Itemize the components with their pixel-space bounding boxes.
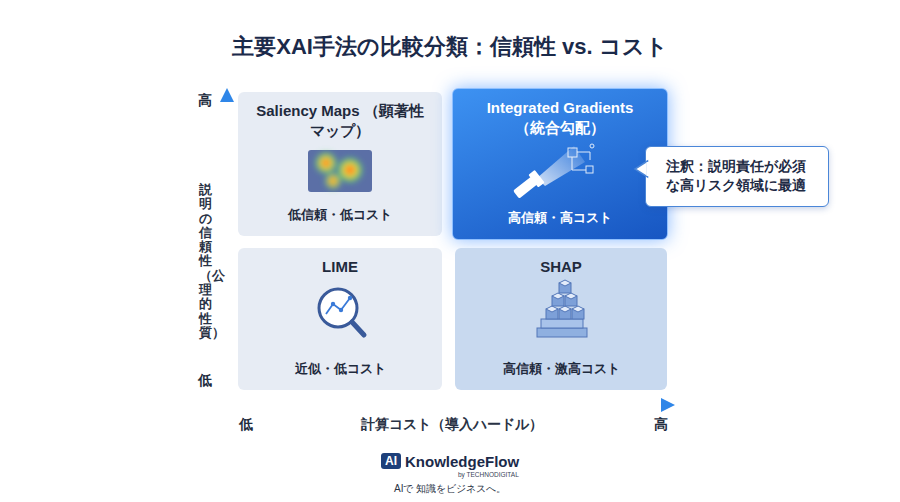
cube-stack-icon-part-part: [565, 296, 577, 306]
flashlight-icon-part: [511, 170, 544, 201]
flashlight-icon-part-part: [568, 148, 577, 157]
cube-stack-icon-part: [537, 328, 587, 337]
node-body: 低信頼・低コスト: [288, 206, 392, 224]
heatmap-icon-part: [308, 150, 372, 192]
heatmap-icon-part-part: [325, 173, 341, 189]
flashlight-icon-part: [537, 146, 585, 186]
magnifier-icon-part: [331, 302, 335, 306]
y-axis-arrow-part: [226, 100, 229, 393]
cube-stack-icon: [537, 280, 587, 337]
cube-stack-icon-part-part: [546, 309, 558, 319]
cube-stack-icon-part-part: [552, 293, 564, 299]
flashlight-icon-part: [568, 144, 594, 173]
heatmap-icon: [308, 150, 372, 192]
flashlight-icon-part-part: [572, 170, 586, 171]
flashlight-icon-part-part: [513, 176, 538, 199]
x-axis-arrow: [234, 398, 675, 412]
cube-stack-icon-part-part: [559, 306, 571, 312]
flashlight-icon-part-part: [577, 152, 590, 153]
y-axis-arrow-part: [220, 88, 234, 102]
logo-tagline: AIで 知識をビジネスへ。: [394, 482, 506, 496]
node-body: 近似・低コスト: [295, 360, 386, 378]
flashlight-icon-part-part: [590, 144, 594, 148]
cube-stack-icon-part-part: [559, 309, 571, 319]
callout-tail-shape: [635, 161, 648, 177]
magnifier-icon: [319, 289, 364, 335]
flashlight-icon-part-part: [528, 170, 544, 188]
cube-stack-icon-part: [546, 280, 584, 319]
magnifier-icon-part: [348, 296, 352, 300]
callout-tail-join: [647, 162, 650, 176]
y-axis-arrow: [220, 88, 234, 393]
axis-title: 説明の信頼性（公理的性質）: [199, 183, 212, 340]
axis-end-label: 低: [198, 372, 212, 390]
callout-tail: [634, 159, 648, 179]
quadrant-box: Saliency Maps （顕著性マップ） 低信頼・低コスト: [238, 92, 442, 236]
heatmap-icon-part-part: [337, 157, 363, 183]
cube-stack-icon-part-part: [559, 283, 571, 293]
magnifier-icon-part: [319, 289, 357, 327]
magnifier-icon-part: [326, 298, 350, 314]
axis-end-label: 高: [198, 92, 212, 110]
logo-byline: by TECHNODIGITAL: [458, 471, 519, 478]
cube-stack-icon-part-part: [565, 293, 577, 299]
magnifier-icon-part: [339, 308, 343, 312]
axis-end-label: 高: [654, 416, 668, 434]
axis-title: 計算コスト（導入ハードル）: [361, 416, 543, 434]
node-heading: LIME: [322, 257, 358, 277]
node-body: 高信頼・高コスト: [508, 209, 612, 227]
quadrant-box: SHAP 高信頼・激高コスト: [455, 248, 667, 390]
axis-end-label: 低: [239, 416, 253, 434]
heatmap-icon-part: [315, 152, 363, 189]
diagram-title: 主要XAI手法の比較分類：信頼性 vs. コスト: [0, 32, 900, 62]
cube-stack-icon-part: [541, 319, 583, 328]
x-axis-arrow-part: [661, 398, 675, 412]
node-heading: SHAP: [540, 257, 582, 277]
node-heading: Integrated Gradients （統合勾配）: [474, 98, 646, 137]
cube-stack-icon-part-part: [559, 280, 571, 286]
cube-stack-icon-part-part: [552, 296, 564, 306]
node-body: 高信頼・激高コスト: [503, 360, 620, 378]
x-axis-arrow-part: [234, 404, 662, 407]
cube-stack-icon-part-part: [572, 309, 584, 319]
node-heading: Saliency Maps （顕著性マップ）: [254, 101, 426, 140]
flashlight-icon-part-part: [572, 157, 573, 170]
quadrant-box: LIME 近似・低コスト: [238, 248, 442, 390]
heatmap-icon-part-part: [315, 152, 337, 174]
flashlight-icon-part-part: [586, 166, 593, 173]
highlight-quadrant-box: Integrated Gradients （統合勾配） 高信頼・高コスト: [452, 88, 668, 240]
flashlight-icon: [511, 144, 594, 201]
node-heading: 注釈：説明責任が必須な高リスク領域に最適: [666, 158, 808, 194]
logo-badge: AI: [381, 453, 401, 469]
callout-box: 注釈：説明責任が必須な高リスク領域に最適: [645, 146, 829, 207]
magnifier-icon-part: [352, 322, 364, 335]
logo-wordmark: KnowledgeFlow: [405, 453, 519, 470]
cube-stack-icon-part-part: [546, 306, 558, 312]
flashlight-icon-part-part: [590, 152, 591, 160]
cube-stack-icon-part-part: [572, 306, 584, 312]
